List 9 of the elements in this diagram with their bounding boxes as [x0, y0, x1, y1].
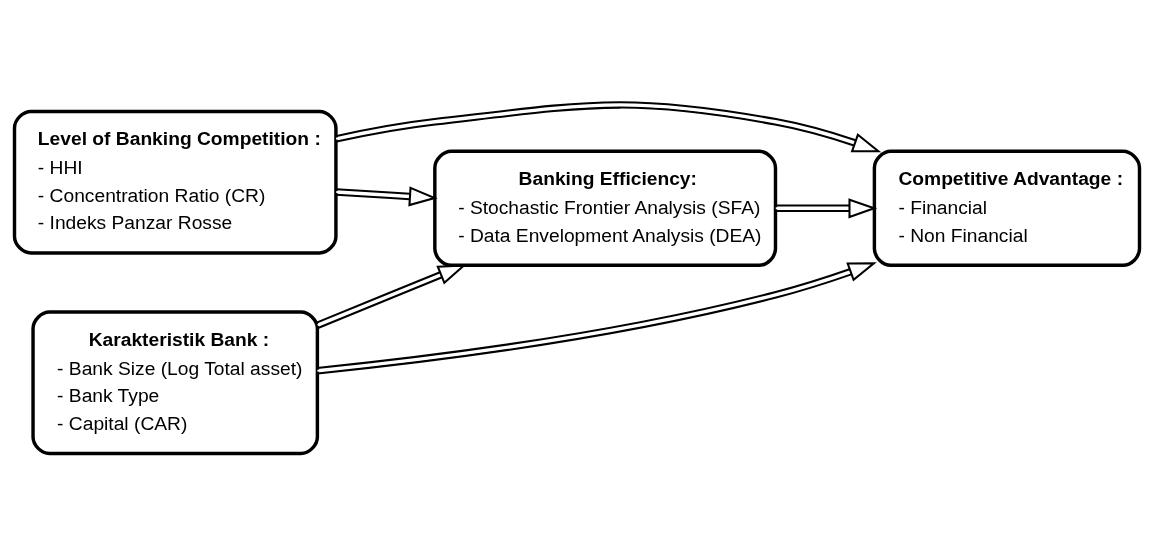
arrow [775, 198, 878, 219]
arrow [336, 186, 438, 207]
arrow [316, 264, 467, 329]
arrow [335, 101, 882, 153]
node-box: Competitive Advantage : - Financial - Non Financial [872, 149, 1142, 268]
node-box: Banking Efficiency: - Stochastic Frontier Analysis (SFA) - Data Envelopment Analysis (DEA) [433, 149, 778, 268]
node-box: Karakteristik Bank : - Bank Size (Log Total asset) - Bank Type - Capital (CAR) [31, 310, 320, 456]
node-box: Level of Banking Competition : - HHI - Concentration Ratio (CR) - Indeks Panzar Rosse [12, 109, 338, 255]
arrow [317, 262, 877, 375]
